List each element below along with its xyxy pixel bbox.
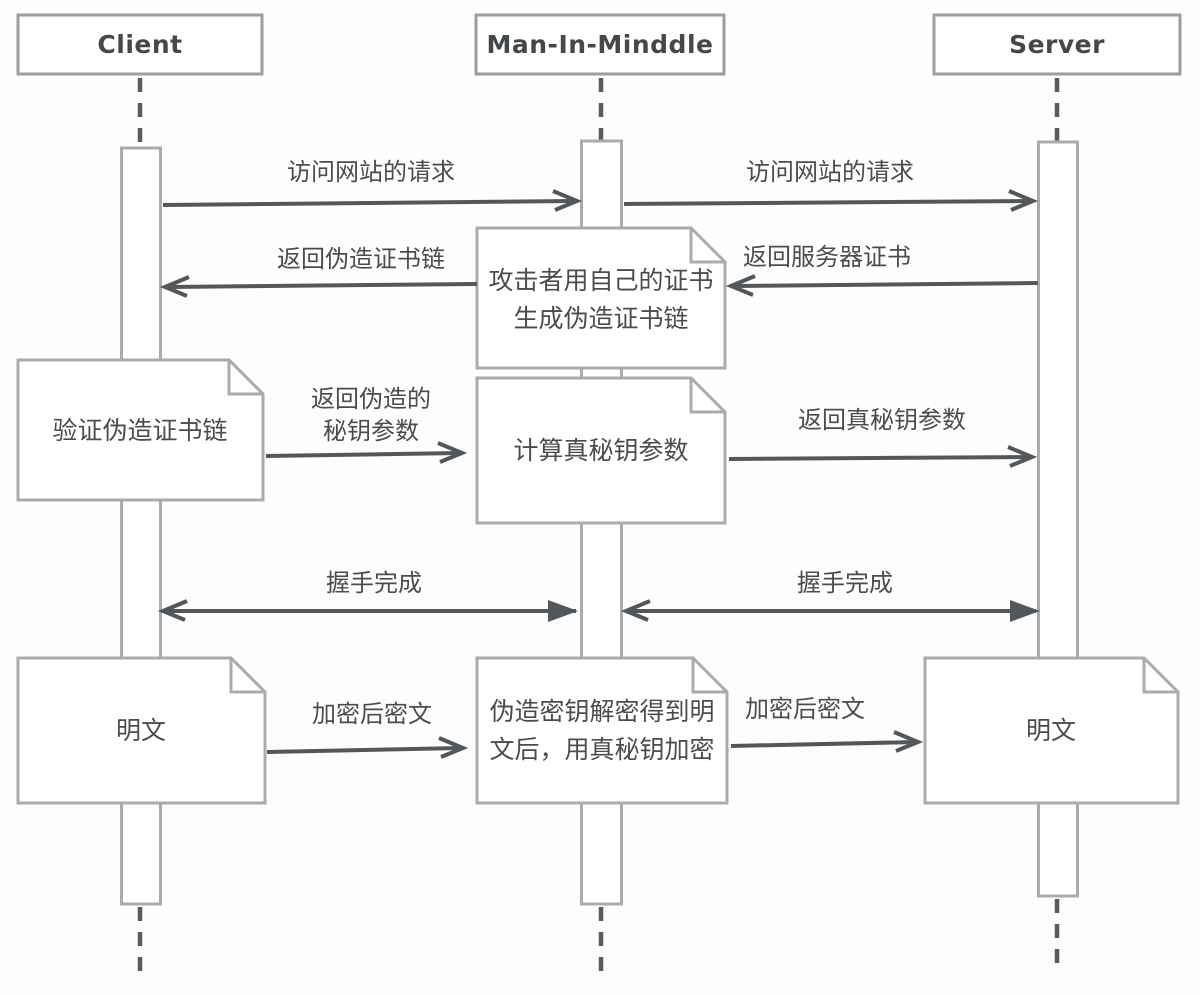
actor-label-mitm: Man-In-Minddle: [486, 30, 714, 59]
note-plaintext-server-fold-icon: [1142, 658, 1178, 694]
note-plaintext-client-shape: [16, 656, 267, 805]
note-verify-chain-fold-icon: [227, 360, 263, 396]
arrowhead-right-filled-icon: [548, 600, 578, 622]
actor-label-client: Client: [97, 30, 183, 59]
message-label-fake-params-line2: 秘钥参数: [323, 417, 419, 445]
arrowhead-right-icon: [1007, 445, 1038, 468]
arrow-handshake-mitm-server: [620, 599, 1040, 622]
message-label-fake-chain: 返回伪造证书链: [277, 245, 445, 273]
note-attacker-cert-fold-icon: [689, 228, 725, 264]
actor-label-server: Server: [1009, 30, 1105, 59]
note-plaintext-client-fold-icon: [229, 658, 265, 694]
note-label-attacker-cert-line2: 生成伪造证书链: [513, 304, 689, 333]
arrowhead-right-icon: [438, 736, 469, 759]
arrowhead-right-icon: [1008, 189, 1039, 212]
note-shapes: [16, 226, 1180, 805]
message-label-server-cert: 返回服务器证书: [743, 243, 911, 271]
server-header-box: [932, 13, 1182, 76]
arrow-request-mitm-server: [623, 189, 1039, 212]
note-label-decrypt-line1: 伪造密钥解密得到明: [489, 697, 715, 726]
note-compute-params-shape: [475, 376, 727, 525]
arrow-real-params-mitm-server: [728, 445, 1038, 468]
message-label-request-2: 访问网站的请求: [746, 158, 914, 186]
note-label-verify-chain: 验证伪造证书链: [52, 416, 228, 445]
arrow-fake-params-client-mitm: [265, 441, 468, 464]
message-label-ciphertext-2: 加密后密文: [745, 695, 865, 723]
note-compute-params-fold-icon: [689, 378, 725, 414]
message-label-fake-params: 返回伪造的 秘钥参数: [311, 383, 431, 447]
arrowhead-right-icon: [437, 441, 468, 464]
note-label-decrypt-line2: 文后，用真秘钥加密: [489, 735, 715, 764]
lifelines: [137, 78, 1060, 972]
arrow-request-client-mitm: [162, 189, 583, 212]
message-label-handshake-2: 握手完成: [797, 569, 893, 597]
client-header-box: [16, 13, 264, 76]
arrow-ciphertext-client-mitm: [266, 736, 469, 759]
message-label-request-1: 访问网站的请求: [287, 158, 455, 186]
note-label-decrypt: 伪造密钥解密得到明 文后，用真秘钥加密: [489, 693, 714, 769]
mitm-header-box: [474, 13, 726, 76]
note-label-attacker-cert: 攻击者用自己的证书 生成伪造证书链: [488, 262, 713, 338]
arrowhead-right-icon: [552, 189, 583, 212]
message-label-fake-params-line1: 返回伪造的: [311, 385, 431, 413]
note-plaintext-server-shape: [923, 656, 1180, 805]
note-decrypt-shape: [475, 656, 729, 805]
note-label-compute-params: 计算真秘钥参数: [513, 436, 689, 465]
arrow-handshake-client-mitm: [157, 599, 578, 622]
arrowhead-right-filled-icon: [1010, 600, 1040, 622]
note-label-plaintext-client: 明文: [115, 716, 167, 745]
note-label-plaintext-server: 明文: [1025, 716, 1077, 745]
arrowhead-left-icon: [620, 599, 651, 622]
arrowhead-left-icon: [725, 274, 756, 297]
message-arrows: [157, 189, 1040, 759]
message-label-ciphertext-1: 加密后密文: [312, 700, 432, 728]
arrowhead-left-icon: [157, 599, 188, 622]
note-label-attacker-cert-line1: 攻击者用自己的证书: [488, 266, 714, 295]
arrowhead-left-icon: [159, 275, 190, 298]
actor-header-shapes: [16, 13, 1182, 76]
message-label-real-params: 返回真秘钥参数: [798, 406, 966, 434]
note-decrypt-fold-icon: [691, 658, 727, 694]
note-verify-chain-shape: [16, 358, 265, 502]
arrow-ciphertext-mitm-server: [730, 730, 924, 753]
arrow-server-cert-server-mitm: [725, 274, 1039, 297]
message-label-handshake-1: 握手完成: [326, 569, 422, 597]
arrowhead-right-icon: [893, 730, 924, 753]
note-attacker-cert-shape: [475, 226, 727, 370]
arrow-fake-chain-mitm-client: [159, 275, 478, 298]
